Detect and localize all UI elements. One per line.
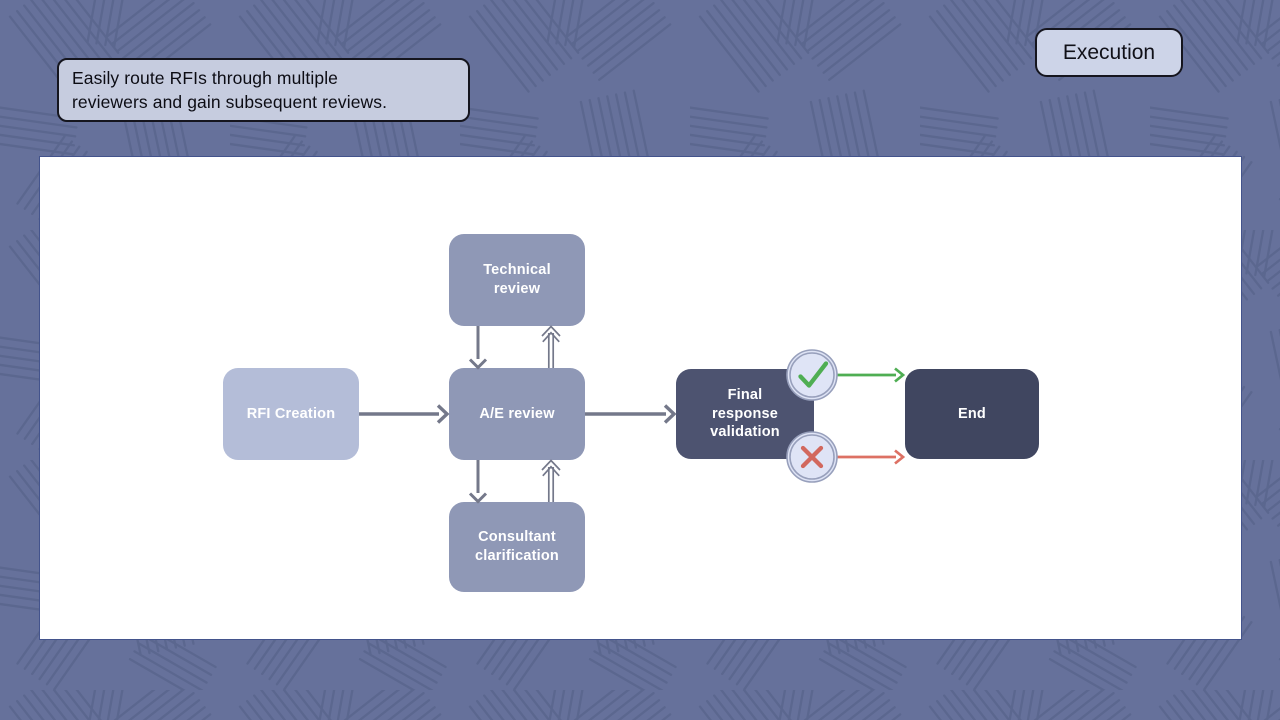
node-ae-review-label: A/E review: [479, 405, 555, 422]
caption-box: Easily route RFIs through multiple revie…: [57, 58, 470, 122]
arrow-ae-to-final: [585, 404, 677, 424]
arrow-consultant-to-ae: [541, 459, 561, 502]
execution-badge: Execution: [1035, 28, 1183, 77]
node-technical-review: Technical review: [449, 234, 585, 326]
node-end-label: End: [958, 405, 986, 422]
diagram-canvas: RFI Creation Technical review A/E review…: [39, 156, 1242, 640]
node-rfi-creation-label: RFI Creation: [246, 405, 336, 422]
diagram-connectors: [359, 325, 906, 504]
node-final-response-validation-label: Final response validation: [710, 386, 780, 441]
node-ae-review: A/E review: [449, 368, 585, 460]
arrow-approve-to-end: [837, 367, 906, 383]
execution-badge-label: Execution: [1062, 40, 1156, 64]
caption-line-1: Easily route RFIs through multiple: [72, 68, 339, 88]
node-consultant-clarification-label: Consultant clarification: [475, 529, 559, 564]
node-consultant-clarification: Consultant clarification: [449, 502, 585, 592]
node-final-response-validation: Final response validation: [676, 369, 814, 459]
caption-line-2: reviewers and gain subsequent reviews.: [72, 92, 388, 113]
node-end: End: [905, 369, 1039, 459]
arrow-ae-to-consultant: [468, 460, 488, 504]
arrow-ae-to-tech: [541, 325, 561, 368]
node-technical-review-label: Technical review: [483, 262, 551, 297]
arrow-rfi-to-ae: [359, 404, 450, 424]
arrow-reject-to-end: [837, 449, 906, 465]
node-rfi-creation: RFI Creation: [223, 368, 359, 460]
arrow-tech-to-ae: [468, 326, 488, 370]
